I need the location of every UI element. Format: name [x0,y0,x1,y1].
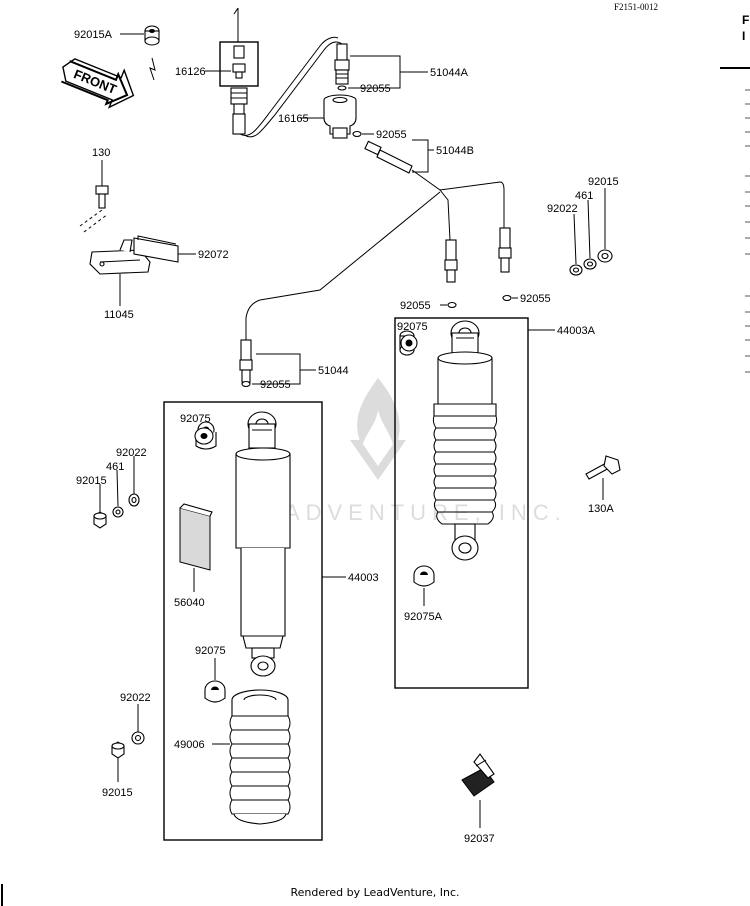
boot-49006 [229,689,291,825]
label-461-right: 461 [575,190,593,202]
label-461-left: 461 [106,461,124,473]
label-92075A: 92075A [404,611,443,623]
label-92072: 92072 [198,249,229,261]
bushing-92075-left [194,421,217,450]
callout-box-44003 [163,401,323,841]
shock-absorber-44003 [235,411,291,677]
label-92055-c: 92055 [400,300,431,312]
label-92055-e: 92055 [260,379,291,391]
hardware-set-right [569,249,613,276]
label-92022-left: 92022 [116,447,147,459]
hose-fitting-51044A [334,43,350,85]
bushing-92075-right [399,330,418,356]
nut-92015A [144,25,160,46]
bushing-92075-bottom [204,680,226,703]
clip-92037 [461,753,495,797]
label-92075-bottom: 92075 [195,645,226,657]
edge-letter-2: I [742,29,745,43]
hose-51044B [364,140,413,174]
label-130A: 130A [588,503,614,515]
label-92015-left: 92015 [76,475,107,487]
label-92015-bottom: 92015 [102,787,133,799]
label-92037: 92037 [464,833,495,845]
strap-92072 [133,235,179,263]
label-16126: 16126 [175,66,206,78]
label-130: 130 [92,147,110,159]
label-92015-right: 92015 [588,176,619,188]
label-plate-56040 [179,503,213,571]
diagram-code: F2151-0012 [614,2,658,12]
air-valve-16126 [230,45,248,135]
label-51044: 51044 [318,365,349,377]
callout-box-44003A [394,317,529,689]
bracket-11045 [89,239,151,275]
label-51044B: 51044B [436,145,474,157]
watermark: LEADVENTURE, INC. [246,378,567,525]
label-92075-right: 92075 [397,321,428,333]
label-92015A: 92015A [74,29,113,41]
front-direction-arrow: FRONT [61,58,135,109]
label-44003: 44003 [348,572,379,584]
bolt-130 [95,185,109,209]
hose-end-a [444,239,458,283]
edge-letter-1: F [742,13,749,27]
callout-box-16126 [219,41,259,87]
hose-end-b [498,227,512,273]
label-92075-left: 92075 [180,413,211,425]
flame-logo [357,378,400,450]
hardware-set-left [93,493,140,529]
page-edge-fragment: F I [720,13,750,373]
label-92055-d: 92055 [520,293,551,305]
reservoir-16165 [323,94,357,139]
label-51044A: 51044A [430,67,469,79]
footer-credit: Rendered by LeadVenture, Inc. [290,886,460,899]
hardware-set-bottom-left [111,731,145,759]
shock-absorber-44003A [432,320,498,561]
label-16165: 16165 [278,113,309,125]
label-44003A: 44003A [557,325,596,337]
label-11045: 11045 [104,309,134,321]
hose-end-51044 [239,339,253,383]
label-92022-bottom: 92022 [120,692,151,704]
bolt-130A [585,455,621,480]
label-56040: 56040 [174,597,205,609]
label-92055-a: 92055 [360,83,391,95]
label-92022-right: 92022 [547,203,578,215]
bushing-92075A [413,565,435,587]
watermark-text: LEADVENTURE, INC. [246,500,567,525]
label-92055-b: 92055 [376,129,407,141]
label-49006: 49006 [174,739,205,751]
